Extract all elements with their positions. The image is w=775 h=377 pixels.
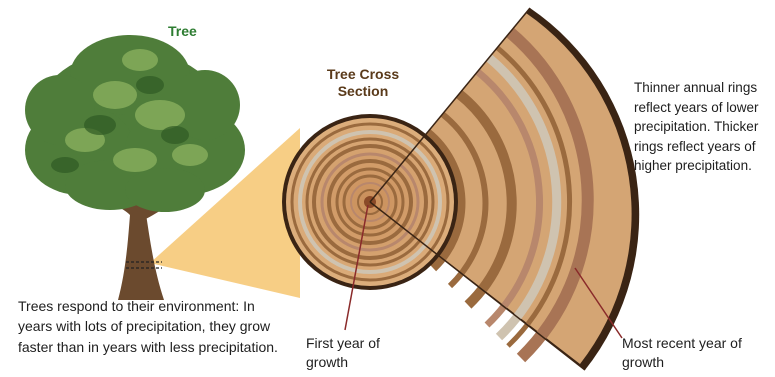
- tree-title: Tree: [168, 22, 197, 40]
- first-year-label: First year of growth: [306, 334, 386, 372]
- cross-section-title: Tree Cross Section: [318, 66, 408, 100]
- recent-year-label: Most recent year of growth: [622, 334, 772, 372]
- ring-width-note: Thinner annual rings reflect years of lo…: [634, 78, 774, 176]
- environment-note: Trees respond to their environment: In y…: [18, 296, 278, 357]
